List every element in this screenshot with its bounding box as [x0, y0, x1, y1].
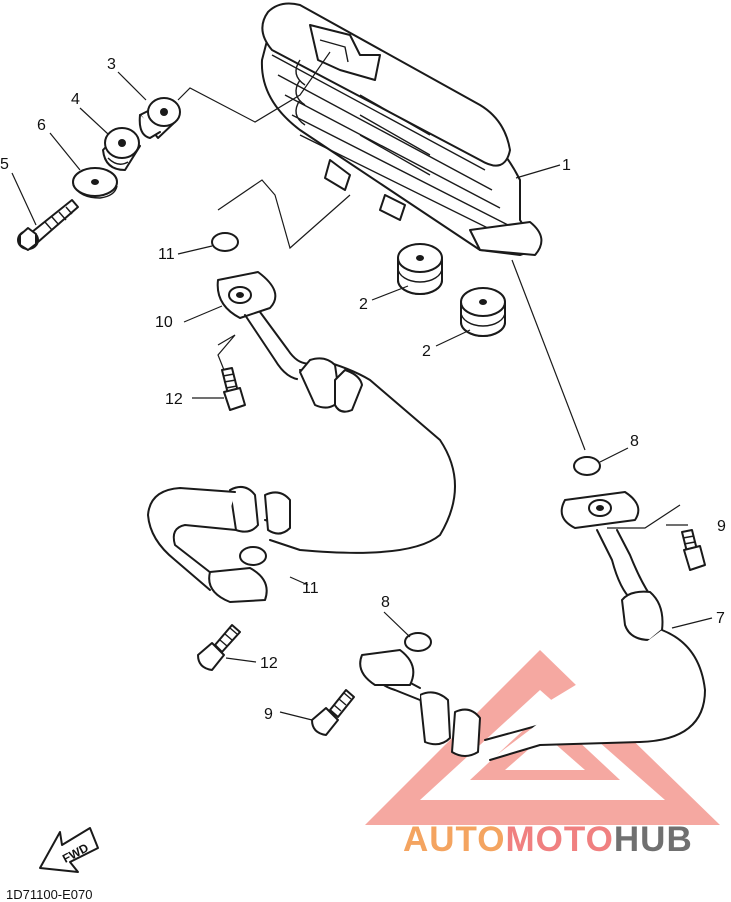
- rubber-damper-lower: [460, 287, 506, 337]
- callout-12b: 12: [260, 655, 278, 672]
- watermark-moto: MOTO: [506, 820, 614, 859]
- watermark-hub: HUB: [614, 820, 693, 859]
- watermark-text: AUTOMOTOHUB: [403, 820, 693, 859]
- bolt-9-upper: [681, 529, 706, 571]
- callout-7: 7: [716, 610, 725, 627]
- callout-4: 4: [71, 91, 80, 108]
- o-ring-upper-right: [573, 456, 601, 476]
- leader-bolt-12-upper: [217, 334, 236, 381]
- callout-10: 10: [155, 314, 173, 331]
- rubber-damper-upper: [397, 243, 443, 295]
- o-ring-lower-right: [404, 632, 432, 652]
- o-ring-upper-left: [211, 232, 239, 252]
- callout-leaders: [11, 71, 713, 721]
- washer: [72, 167, 118, 199]
- collar: [138, 97, 181, 139]
- callout-11a: 11: [158, 246, 175, 263]
- diagram-code: 1D71100-E070: [6, 887, 93, 902]
- oil-hose-left: [147, 271, 456, 603]
- leader-collar: [177, 51, 331, 123]
- callout-12a: 12: [165, 391, 183, 408]
- callout-11b: 11: [302, 580, 319, 597]
- callout-labels: 1 2 2 3 4 5 6 7 8 8 9 9 10 11 11 12 12: [0, 56, 726, 723]
- watermark-auto: AUTO: [403, 820, 506, 859]
- callout-8a: 8: [630, 433, 639, 450]
- callout-1: 1: [562, 157, 571, 174]
- bolt-12-upper: [221, 367, 246, 411]
- oil-hose-right: [359, 491, 706, 761]
- callout-2a: 2: [359, 296, 368, 313]
- leader-oring: [217, 179, 351, 250]
- callout-9b: 9: [264, 706, 273, 723]
- grommet: [102, 127, 141, 171]
- callout-9a: 9: [717, 518, 726, 535]
- leader-bolt-9-upper: [607, 504, 681, 529]
- bolt: [17, 199, 79, 251]
- bolt-12-lower: [197, 624, 241, 671]
- oil-cooler: [260, 2, 543, 256]
- o-ring-lower-left: [239, 546, 267, 566]
- callout-8b: 8: [381, 594, 390, 611]
- callout-6: 6: [37, 117, 46, 134]
- bolt-9-lower: [311, 689, 355, 736]
- guide-line-right: [511, 259, 586, 451]
- callout-2b: 2: [422, 343, 431, 360]
- fwd-direction-arrow: FWD: [39, 827, 99, 873]
- callout-3: 3: [107, 56, 116, 73]
- callout-5: 5: [0, 156, 9, 173]
